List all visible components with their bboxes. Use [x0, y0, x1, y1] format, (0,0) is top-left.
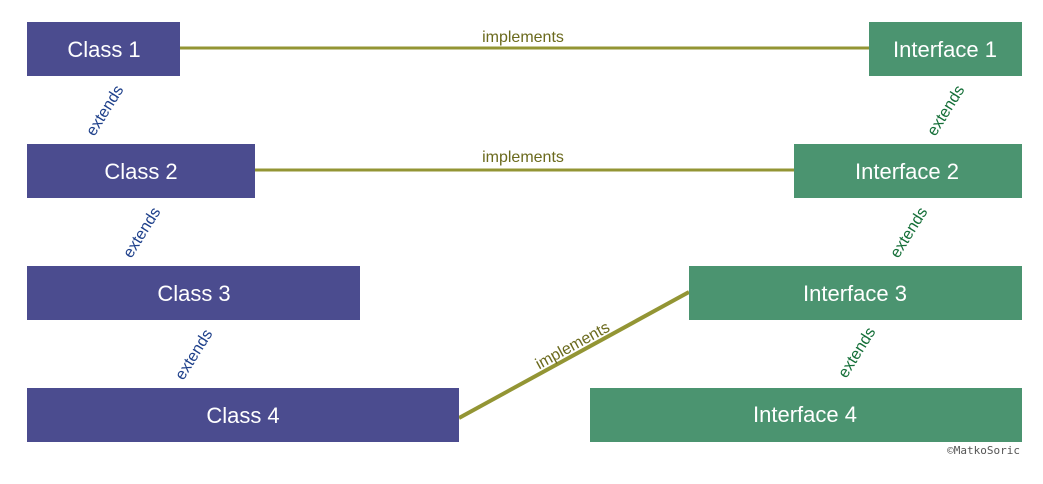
interface-box-3: Interface 3 — [689, 266, 1022, 320]
class-extends-label-3: extends — [172, 327, 216, 384]
interface-label-4: Interface 4 — [753, 402, 857, 427]
interface-box-2: Interface 2 — [794, 144, 1022, 198]
class-label-2: Class 2 — [104, 159, 177, 184]
class-label-1: Class 1 — [67, 37, 140, 62]
class-box-1: Class 1 — [27, 22, 180, 76]
interface-extends-label-1: extends — [924, 83, 968, 140]
implements-line-3 — [458, 290, 690, 420]
interface-label-2: Interface 2 — [855, 159, 959, 184]
class-label-4: Class 4 — [206, 403, 279, 428]
implements-label-1: implements — [482, 29, 564, 46]
implements-label-3: implements — [533, 319, 613, 373]
credit-text: ©MatkoSoric — [947, 444, 1020, 457]
class-extends-label-2: extends — [120, 205, 164, 262]
class-label-3: Class 3 — [157, 281, 230, 306]
class-box-4: Class 4 — [27, 388, 459, 442]
implements-label-2: implements — [482, 149, 564, 166]
interface-box-1: Interface 1 — [869, 22, 1022, 76]
class-box-3: Class 3 — [27, 266, 360, 320]
interface-label-1: Interface 1 — [893, 37, 997, 62]
interface-label-3: Interface 3 — [803, 281, 907, 306]
class-extends-label-1: extends — [83, 83, 127, 140]
interface-extends-label-2: extends — [887, 205, 931, 262]
interface-box-4: Interface 4 — [590, 388, 1022, 442]
class-box-2: Class 2 — [27, 144, 255, 198]
interface-extends-label-3: extends — [835, 325, 879, 382]
